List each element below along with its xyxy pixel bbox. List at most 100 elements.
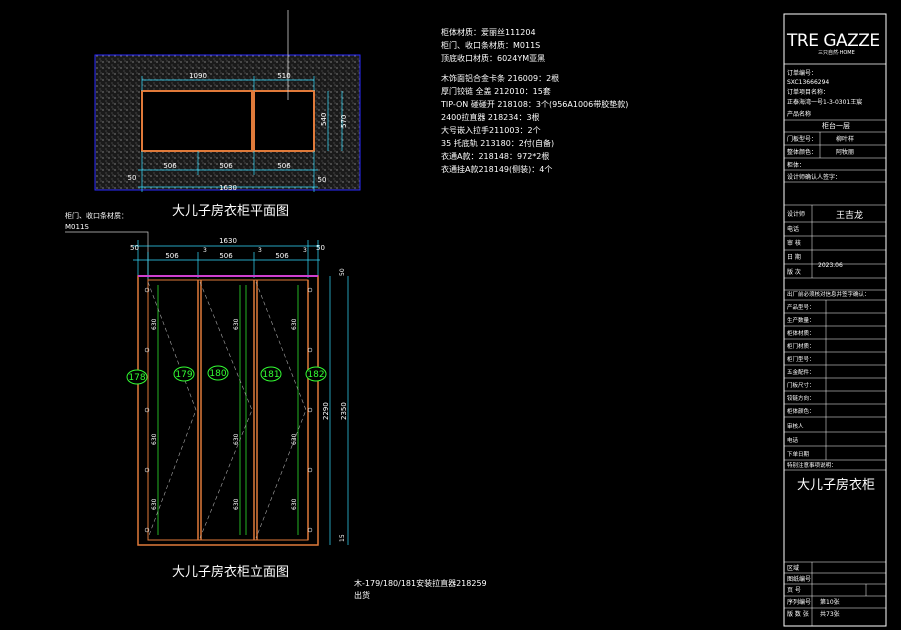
hinge-spacing-label: 630 (291, 498, 298, 510)
note-line: 衣通A款：218148：972*2根 (441, 151, 549, 161)
order-no-value: SXC13666294 (787, 79, 829, 86)
note-line: 顶底收口材质：6024YM亚黑 (441, 53, 545, 63)
plan-dim-right: 50 (318, 176, 327, 184)
factory-check-header: 出厂前必须核对信息并签字确认： (787, 290, 870, 298)
receiver-phone-label: 电话 (787, 436, 799, 444)
hinge-spacing-label: 630 (233, 433, 240, 445)
footer-label-page: 页 号 (787, 587, 801, 594)
elev-dim-top-1: 506 (165, 252, 179, 260)
elev-dim-top-3: 506 (275, 252, 289, 260)
plan-dim-bottom-1: 506 (163, 162, 177, 170)
title-block: TRE GAZZE 三只自然·HOME 订单编号： SXC13666294 订单… (783, 13, 887, 627)
elev-dim-total: 1630 (219, 237, 237, 245)
elevation-note-line2: M011S (65, 223, 89, 231)
elev-dim-right: 50 (316, 244, 325, 252)
date-label: 日 期 (787, 253, 801, 261)
designer-confirm-label: 设计师确认人签字： (787, 173, 841, 181)
hinge-spacing-label: 630 (233, 498, 240, 510)
date-value: 2023.06 (818, 262, 843, 269)
elevation-view: 柜门、收口条材质： M011S 1630 506 506 506 3 3 3 5… (65, 211, 349, 580)
note-line: 柜体材质：爱丽丝111204 (441, 27, 536, 37)
footer-label-serial: 序列编号 (787, 598, 811, 606)
plan-dim-depth-a: 540 (320, 113, 328, 126)
bottom-note-line1: 木-179/180/181安装拉直器218259 (354, 578, 487, 588)
note-line: 厚门铰链 全盖 212010：15套 (441, 86, 551, 96)
elev-dim-top-offset: 50 (339, 268, 346, 276)
note-line: 柜门、收口条材质：M011S (441, 40, 540, 50)
phone-label: 电话 (787, 225, 799, 233)
product-name-label: 产品名称 (787, 110, 811, 118)
order-no-label: 订单编号： (787, 69, 817, 77)
note-line: 木饰面铝合金卡条 216009：2根 (441, 73, 559, 83)
footer-value-serial: 第10张 (820, 598, 840, 606)
check-item: 柜体材质： (787, 329, 815, 337)
elev-dim-height-total: 2350 (340, 402, 348, 420)
footer-label-area: 区域 (787, 564, 799, 572)
note-line: 衣通挂A款218149(侧装)：4个 (441, 164, 552, 174)
door-tag-180: 180 (209, 369, 226, 379)
note-line: 大号嵌入拉手211003：2个 (441, 125, 541, 135)
check-item: 五金配件： (787, 368, 815, 376)
cabinet-label: 柜体： (787, 161, 805, 169)
audit-label: 审 核 (787, 239, 801, 247)
plan-dim-top-2: 510 (277, 72, 290, 80)
elev-dim-top-2: 506 (219, 252, 233, 260)
elevation-view-title: 大儿子房衣柜立面图 (172, 564, 289, 580)
elev-dim-small-3: 3 (303, 247, 307, 254)
plan-dim-bottom-2: 506 (219, 162, 233, 170)
plan-dim-bottom-3: 506 (277, 162, 291, 170)
check-item: 生产数量： (787, 316, 815, 324)
hinge-spacing-label: 630 (151, 318, 158, 330)
footer-label-drawing-no: 图纸编号 (787, 575, 811, 583)
door-model-label: 门板型号： (787, 135, 817, 143)
door-tag-179: 179 (175, 370, 192, 380)
check-item: 柜门材质： (787, 342, 815, 350)
product-name-value: 柜台一层 (822, 121, 850, 130)
hinge-spacing-label: 630 (151, 498, 158, 510)
elevation-note-line1: 柜门、收口条材质： (65, 211, 128, 220)
footer-label-total: 版 数 张 (787, 610, 809, 618)
door-tags: 178 179 180 181 182 (126, 365, 327, 385)
plan-view: 1090 510 506 506 506 1630 50 50 540 570 … (94, 10, 361, 219)
check-item: 门板尺寸： (787, 381, 815, 389)
elev-dim-small-1: 3 (203, 247, 207, 254)
elev-dim-left: 50 (130, 244, 139, 252)
door-tag-181: 181 (262, 370, 279, 380)
brand-logo: TRE GAZZE (786, 31, 880, 51)
check-item: 产品型号： (787, 303, 815, 311)
receiver-label: 审核人 (787, 422, 804, 430)
designer-name: 王吉龙 (836, 209, 863, 221)
plan-dim-left: 50 (128, 174, 137, 182)
version-label: 版 次 (787, 268, 801, 276)
check-item: 铰链方向： (787, 394, 815, 402)
color-label: 整体颜色： (787, 148, 817, 156)
color-value: 阿牧丽 (836, 148, 854, 156)
elev-dim-bottom-offset: 15 (339, 534, 346, 542)
door-tag-178: 178 (128, 373, 145, 383)
hinge-spacing-label: 630 (151, 433, 158, 445)
note-line: 35 托底轨 213180：2付(自备) (441, 138, 554, 148)
elev-dim-height-inner: 2290 (322, 402, 330, 420)
hinge-spacing-label: 630 (233, 318, 240, 330)
material-notes: 柜体材质：爱丽丝111204 柜门、收口条材质：M011S 顶底收口材质：602… (440, 27, 628, 174)
footer-value-total: 共73张 (820, 610, 840, 618)
check-item: 柜体颜色： (787, 407, 815, 415)
door-tag-182: 182 (307, 370, 324, 380)
project-name-label: 订单项目名称： (787, 88, 829, 96)
drawing-main-title: 大儿子房衣柜 (797, 477, 875, 493)
plan-dim-top-1: 1090 (189, 72, 207, 80)
bottom-note-line2: 出货 (354, 590, 370, 600)
note-line: TIP-ON 碰碰开 218108：3个(956A1006带胶垫款) (440, 99, 628, 109)
project-name-value: 正泰海湾一号1-3-0301王宸 (787, 98, 862, 106)
order-date-label: 下单日期 (787, 450, 810, 458)
note-line: 2400拉直器 218234：3根 (441, 112, 540, 122)
door-model-value: 柳叶样 (836, 135, 854, 143)
plan-dim-depth-b: 570 (340, 115, 348, 128)
designer-label: 设计师 (787, 210, 805, 218)
plan-dim-total: 1630 (219, 184, 237, 192)
hinge-spacing-label: 630 (291, 318, 298, 330)
special-note-label: 特别注意事项说明： (787, 461, 837, 469)
hinge-spacing-label: 630 (291, 433, 298, 445)
plan-view-title: 大儿子房衣柜平面图 (172, 203, 289, 219)
